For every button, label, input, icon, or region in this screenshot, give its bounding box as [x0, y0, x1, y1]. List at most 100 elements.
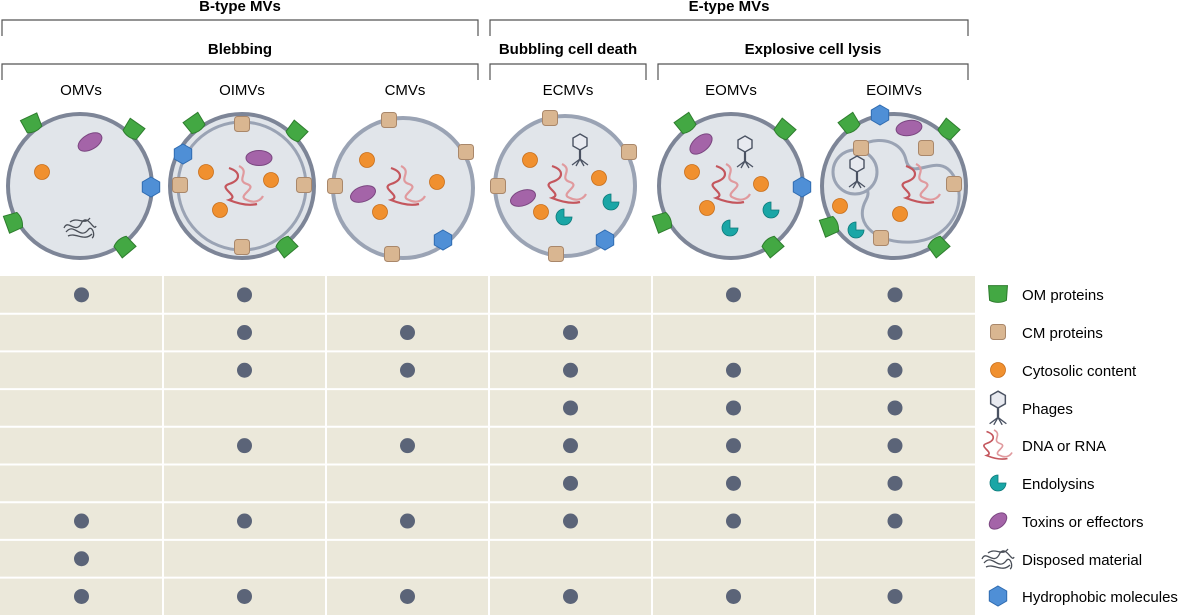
presence-dot: [74, 287, 89, 303]
explosive-bracket: [657, 63, 969, 80]
presence-dot: [237, 588, 252, 604]
presence-dot: [563, 362, 578, 378]
hydrophobic-molecule-icon: [433, 229, 453, 251]
blebbing-bracket: [1, 63, 479, 80]
legend-label-phages: Phages: [1022, 401, 1073, 418]
phage-icon: [988, 390, 1008, 426]
vesicle-eomvs: [651, 111, 812, 260]
column-label-ecmvs: ECMVs: [543, 82, 594, 99]
column-label-cmvs: CMVs: [385, 82, 426, 99]
cytosolic-content-icon: [429, 174, 445, 190]
legend-label-om-proteins: OM proteins: [1022, 287, 1104, 304]
cm-protein-icon: [873, 230, 889, 246]
presence-dot: [726, 362, 741, 378]
presence-dot: [237, 325, 252, 341]
presence-dot: [726, 513, 741, 529]
cm-protein-icon: [918, 140, 934, 156]
presence-dot: [887, 513, 903, 529]
etype-heading: E-type MVs: [689, 0, 770, 15]
cm-protein-icon: [384, 246, 400, 262]
header-brackets: [1, 19, 969, 80]
cytosolic-content-icon: [522, 152, 538, 168]
column-label-eoimvs: EOIMVs: [866, 82, 922, 99]
legend-label-dna-rna: DNA or RNA: [1022, 438, 1106, 455]
dna-rna-icon: [983, 429, 1013, 460]
presence-dot: [237, 438, 252, 454]
legend: OM proteins CM proteins Cytosolic conten…: [981, 285, 1178, 607]
cm-protein-icon: [234, 239, 250, 255]
bubbling-bracket: [489, 63, 647, 80]
cytosolic-content-icon: [212, 202, 228, 218]
legend-label-endolysins: Endolysins: [1022, 476, 1095, 493]
cm-protein-icon: [990, 324, 1006, 340]
bubbling-heading: Bubbling cell death: [499, 41, 637, 58]
disposed-material-icon: [981, 548, 1015, 570]
presence-dot: [726, 475, 741, 491]
legend-label-cytosolic-content: Cytosolic content: [1022, 363, 1137, 380]
hydrophobic-molecule-icon: [988, 585, 1008, 607]
presence-dot: [726, 287, 741, 303]
cytosolic-content-icon: [533, 204, 549, 220]
endolysin-icon: [989, 474, 1007, 492]
cm-protein-icon: [542, 110, 558, 126]
presence-dot: [726, 588, 741, 604]
presence-dot: [887, 362, 903, 378]
presence-dot: [563, 588, 578, 604]
vesicle-omvs: [2, 112, 161, 260]
presence-dot: [726, 438, 741, 454]
vesicle-oimvs: [168, 111, 316, 260]
presence-dot: [237, 362, 252, 378]
cytosolic-content-icon: [753, 176, 769, 192]
cm-protein-icon: [234, 116, 250, 132]
presence-dot: [400, 513, 415, 529]
om-protein-icon: [988, 285, 1008, 303]
cytosolic-content-icon: [699, 200, 715, 216]
table-background: [0, 276, 975, 615]
vesicle-illustrations: [2, 104, 968, 262]
cytosolic-content-icon: [990, 362, 1006, 378]
cytosolic-content-icon: [34, 164, 50, 180]
presence-dots: [74, 287, 903, 604]
presence-dot: [400, 438, 415, 454]
cm-protein-icon: [327, 178, 343, 194]
cm-protein-icon: [853, 140, 869, 156]
cytosolic-content-icon: [198, 164, 214, 180]
presence-dot: [887, 475, 903, 491]
cm-protein-icon: [490, 178, 506, 194]
cm-protein-icon: [621, 144, 637, 160]
cytosolic-content-icon: [684, 164, 700, 180]
column-label-oimvs: OIMVs: [219, 82, 265, 99]
presence-dot: [563, 325, 578, 341]
presence-dot: [563, 513, 578, 529]
cytosolic-content-icon: [372, 204, 388, 220]
presence-table: [0, 276, 975, 615]
presence-dot: [887, 438, 903, 454]
presence-dot: [726, 400, 741, 416]
column-label-omvs: OMVs: [60, 82, 102, 99]
btype-bracket: [1, 19, 479, 36]
presence-dot: [237, 287, 252, 303]
presence-dot: [563, 438, 578, 454]
blebbing-heading: Blebbing: [208, 41, 272, 58]
cytosolic-content-icon: [892, 206, 908, 222]
explosive-heading: Explosive cell lysis: [745, 41, 882, 58]
cytosolic-content-icon: [832, 198, 848, 214]
cm-protein-icon: [548, 246, 564, 262]
presence-dot: [563, 475, 578, 491]
presence-dot: [400, 588, 415, 604]
cytosolic-content-icon: [263, 172, 279, 188]
presence-dot: [74, 551, 89, 567]
vesicle-cmvs: [327, 112, 475, 262]
toxin-icon: [988, 512, 1008, 530]
presence-dot: [887, 287, 903, 303]
table-grid: [0, 276, 975, 615]
presence-dot: [400, 325, 415, 341]
presence-dot: [887, 325, 903, 341]
cytosolic-content-icon: [591, 170, 607, 186]
cm-protein-icon: [381, 112, 397, 128]
column-label-eomvs: EOMVs: [705, 82, 757, 99]
hydrophobic-molecule-icon: [595, 229, 615, 251]
presence-dot: [563, 400, 578, 416]
btype-heading: B-type MVs: [199, 0, 281, 15]
presence-dot: [887, 588, 903, 604]
